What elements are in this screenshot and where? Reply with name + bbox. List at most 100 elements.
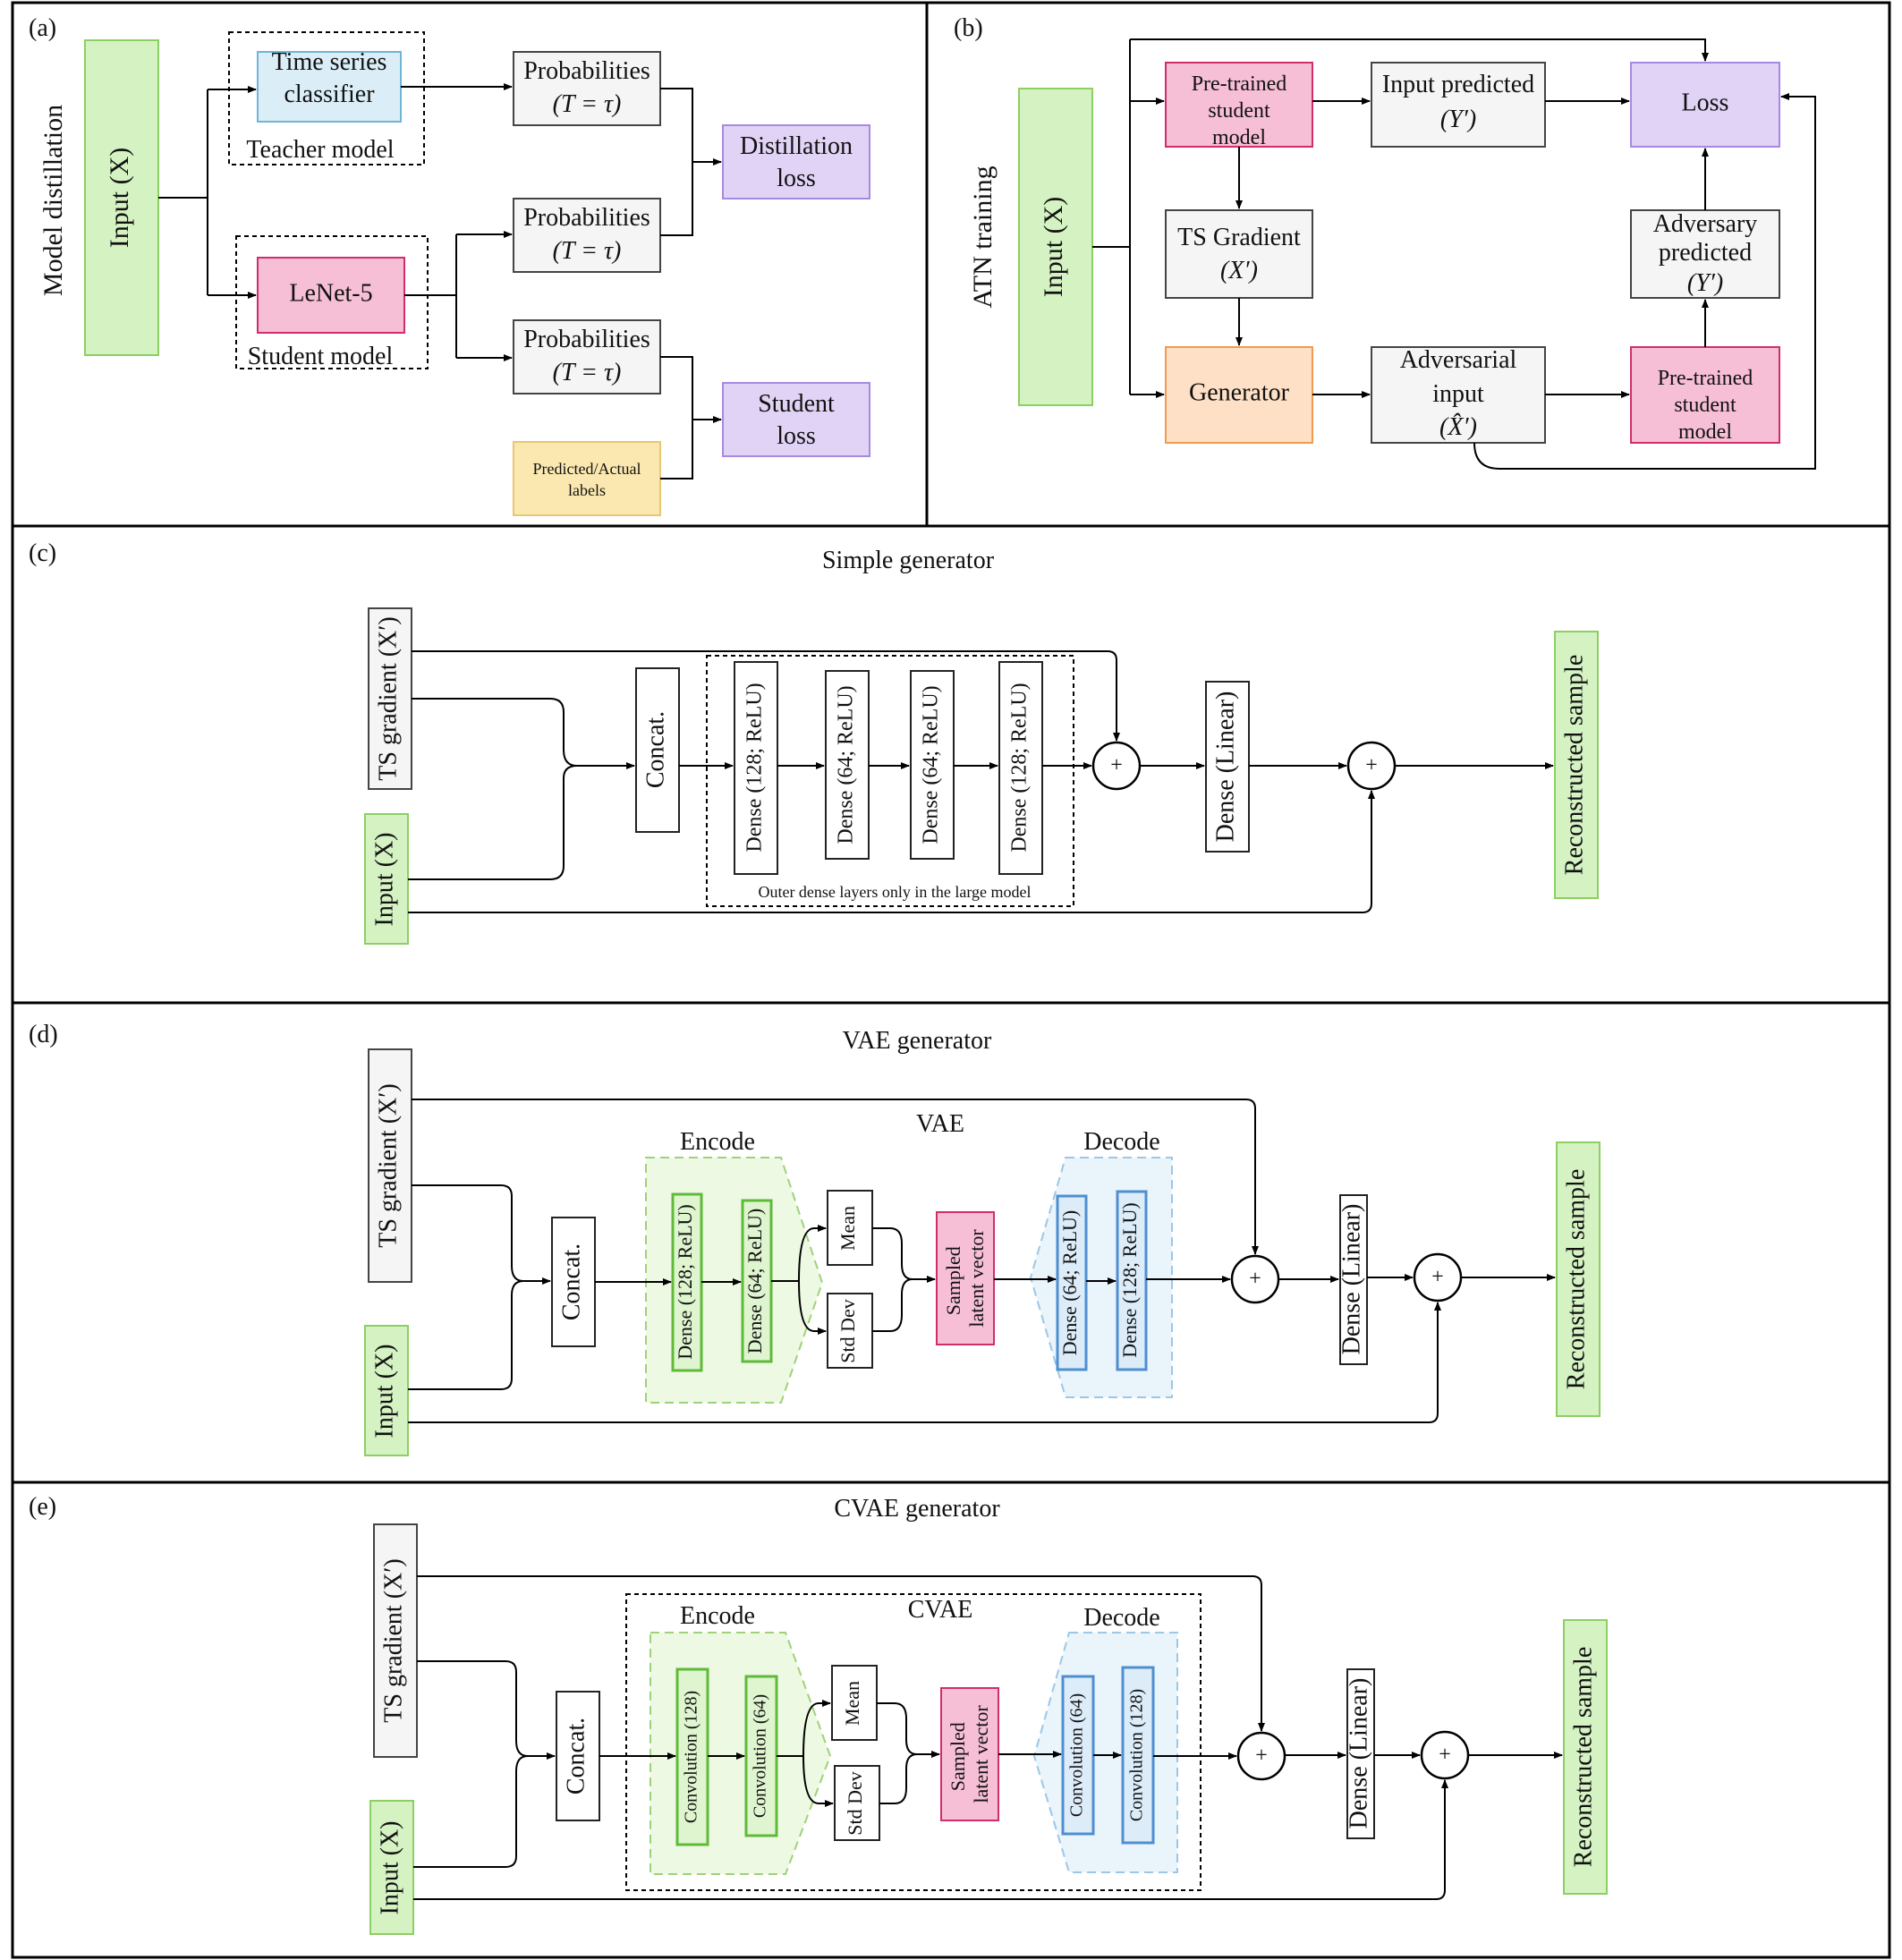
svg-text:Dense (128; ReLU): Dense (128; ReLU)	[1118, 1202, 1141, 1358]
svg-text:Reconstructed sample: Reconstructed sample	[1562, 1169, 1590, 1389]
svg-text:(X̂′): (X̂′)	[1439, 413, 1477, 441]
input-x-box-e: Input (X)	[369, 1800, 414, 1935]
svg-text:Loss: Loss	[1682, 89, 1729, 116]
encoder-dense-128-d: Dense (128; ReLU)	[671, 1192, 703, 1372]
svg-text:Dense (128; ReLU): Dense (128; ReLU)	[743, 683, 767, 852]
dense-128-relu-1: Dense (128; ReLU)	[734, 661, 778, 875]
ts-gradient-box-c: TS gradient (X′)	[368, 607, 412, 790]
panel-d-connectors	[408, 1099, 1556, 1423]
input-x-label: Input (X)	[105, 148, 134, 248]
svg-text:Sampled latent vector: Sampled latent vector	[942, 1229, 988, 1328]
svg-text:Convolution (128): Convolution (128)	[1127, 1689, 1147, 1821]
svg-text:+: +	[1110, 754, 1123, 777]
panel-c: (c) Simple generator TS gradient (X′) In…	[29, 539, 1599, 945]
add-node-e2: +	[1420, 1730, 1470, 1780]
decode-region-e	[1032, 1632, 1178, 1873]
probabilities-box-2: Probabilities (T = τ)	[513, 198, 661, 273]
add-node-c1: +	[1091, 741, 1142, 791]
dense-64-relu-2: Dense (64; ReLU)	[910, 670, 955, 860]
dense-linear-c: Dense (Linear)	[1205, 681, 1250, 853]
encode-label-d: Encode	[680, 1128, 755, 1156]
decoder-conv-64-e: Convolution (64)	[1061, 1675, 1095, 1836]
panel-e-title: CVAE generator	[834, 1495, 1000, 1523]
ts-gradient-box-e: TS gradient (X′)	[373, 1523, 418, 1758]
concat-box-c: Concat.	[635, 667, 680, 833]
svg-text:(T = τ): (T = τ)	[553, 359, 622, 386]
svg-text:Mean: Mean	[836, 1206, 859, 1251]
svg-text:Reconstructed sample: Reconstructed sample	[1569, 1647, 1597, 1867]
panel-c-title: Simple generator	[822, 547, 995, 574]
svg-text:Sampled latent vector: Sampled latent vector	[947, 1705, 992, 1803]
outer-dense-note: Outer dense layers only in the large mod…	[758, 883, 1031, 901]
outer-dense-group	[706, 655, 1074, 907]
svg-text:Dense (128; ReLU): Dense (128; ReLU)	[1008, 683, 1032, 852]
svg-text:Dense (64; ReLU): Dense (64; ReLU)	[835, 685, 858, 844]
svg-text:TS gradient (X′): TS gradient (X′)	[374, 1083, 402, 1247]
dense-linear-d: Dense (Linear)	[1337, 1194, 1368, 1365]
panel-d-label: (d)	[29, 1021, 58, 1048]
encoder-dense-64-d: Dense (64; ReLU)	[741, 1199, 773, 1363]
panel-b-label: (b)	[954, 14, 983, 42]
svg-text:Dense (Linear): Dense (Linear)	[1211, 692, 1239, 843]
panel-a: (a) Model distillation Input (X) Time se…	[29, 14, 870, 516]
svg-text:(T = τ): (T = τ)	[553, 237, 622, 265]
panel-e-connectors	[413, 1575, 1563, 1900]
panel-e: (e) CVAE generator CVAE Encode Decode TS…	[29, 1493, 1608, 1935]
ts-gradient-box: TS Gradient (X′)	[1165, 209, 1313, 299]
svg-text:Convolution (64): Convolution (64)	[751, 1694, 770, 1818]
svg-text:Generator: Generator	[1189, 378, 1290, 406]
mean-box-e: Mean	[831, 1665, 878, 1741]
svg-text:Input (X): Input (X)	[1039, 197, 1068, 297]
probabilities-box-3: Probabilities (T = τ)	[513, 319, 661, 395]
panel-a-label: (a)	[29, 14, 56, 42]
svg-text:Concat.: Concat.	[557, 1243, 585, 1320]
svg-text:Input (X): Input (X)	[370, 833, 398, 927]
panel-frames	[11, 1, 1891, 1959]
dense-linear-e: Dense (Linear)	[1345, 1668, 1375, 1839]
vae-group-label: VAE	[916, 1110, 964, 1138]
svg-text:Input (X): Input (X)	[370, 1345, 398, 1438]
svg-text:Probabilities: Probabilities	[523, 326, 650, 353]
add-node-c2: +	[1346, 741, 1397, 791]
svg-text:+: +	[1365, 754, 1378, 777]
decoder-dense-64-d: Dense (64; ReLU)	[1056, 1194, 1088, 1371]
mean-box-d: Mean	[827, 1190, 873, 1266]
cvae-group-label: CVAE	[908, 1596, 973, 1624]
svg-text:Dense (64; ReLU): Dense (64; ReLU)	[920, 685, 943, 844]
decoder-dense-128-d: Dense (128; ReLU)	[1116, 1190, 1148, 1371]
svg-text:Concat.: Concat.	[562, 1718, 590, 1795]
svg-text:Reconstructed sample: Reconstructed sample	[1560, 655, 1588, 875]
decode-region-d	[1029, 1157, 1173, 1398]
reconstructed-sample-e: Reconstructed sample	[1563, 1619, 1608, 1895]
dense-128-relu-2: Dense (128; ReLU)	[998, 661, 1043, 875]
concat-box-e: Concat.	[556, 1691, 600, 1821]
svg-text:Std Dev: Std Dev	[844, 1771, 866, 1836]
encode-label-e: Encode	[680, 1602, 755, 1630]
svg-text:Dense (128; ReLU): Dense (128; ReLU)	[674, 1204, 696, 1360]
svg-text:Convolution (128): Convolution (128)	[682, 1691, 701, 1823]
panel-b-side-label: ATN training	[968, 165, 998, 308]
svg-text:+: +	[1255, 1744, 1268, 1768]
svg-text:Std Dev: Std Dev	[836, 1299, 859, 1363]
svg-text:TS Gradient: TS Gradient	[1177, 224, 1301, 251]
svg-text:(Y′): (Y′)	[1687, 269, 1723, 297]
panel-c-label: (c)	[29, 539, 56, 567]
svg-text:Convolution (64): Convolution (64)	[1067, 1693, 1087, 1817]
generator-box: Generator	[1165, 346, 1313, 444]
svg-text:+: +	[1431, 1266, 1444, 1289]
add-node-d2: +	[1413, 1252, 1463, 1302]
frame-e	[11, 1481, 1891, 1959]
concat-box-d: Concat.	[551, 1217, 596, 1347]
svg-text:Dense (64; ReLU): Dense (64; ReLU)	[1058, 1210, 1081, 1356]
lenet5-label: LeNet-5	[289, 279, 372, 307]
